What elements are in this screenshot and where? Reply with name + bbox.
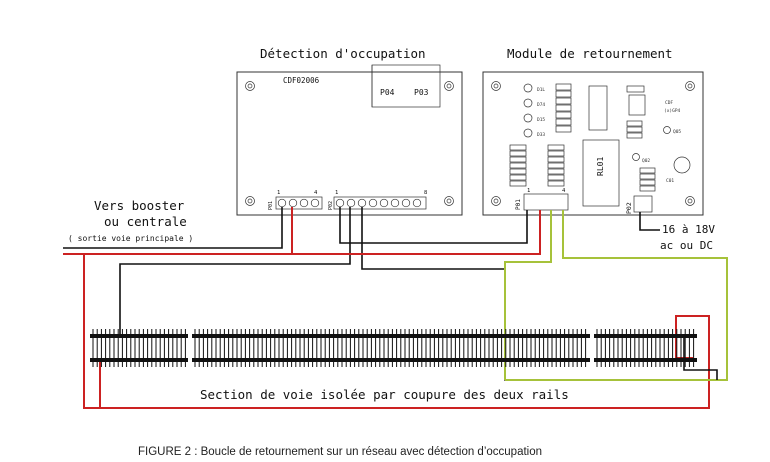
pin-mod-4: 4 (562, 188, 566, 194)
q05-label: Q05 (673, 129, 681, 135)
d01-label: D1L (537, 87, 545, 93)
rl01-label: RL01 (596, 157, 605, 176)
d04-label: D74 (537, 102, 545, 108)
pin-8: 8 (424, 190, 427, 196)
pin-1b: 1 (335, 190, 338, 196)
pin-1a: 1 (277, 190, 280, 196)
d03-label: D33 (537, 132, 545, 138)
cdf-board-label: CDF02006 (283, 76, 320, 85)
p03-label: P03 (414, 88, 429, 97)
p04-label: P04 (380, 88, 395, 97)
pin-4: 4 (314, 190, 318, 196)
figure-caption: FIGURE 2 : Boucle de retournement sur un… (138, 446, 542, 458)
module-p01-label: P01 (515, 199, 522, 210)
detection-board: CDF02006 P04 P03 1 4 P01 1 8 P02 (236, 64, 463, 216)
vers-booster-line1: Vers booster (94, 198, 185, 213)
q02-label: Q02 (642, 158, 650, 164)
module-board: D1L D74 D15 D33 RL01 CDF (x)GP4 Q05 Q02 … (482, 71, 704, 216)
p02-label: P02 (625, 202, 633, 214)
supply-type-label: ac ou DC (660, 239, 713, 252)
supply-voltage-label: 16 à 18V (662, 223, 715, 236)
c01-label: C01 (666, 178, 674, 184)
track (90, 329, 697, 367)
section-label: Section de voie isolée par coupure des d… (200, 387, 569, 402)
pin-mod-1: 1 (527, 188, 530, 194)
vers-booster-line2: ou centrale (104, 214, 187, 229)
terminal-p02-label: P02 (328, 201, 334, 210)
cdf-small-label: CDF (665, 100, 673, 106)
cdf-small-sub: (x)GP4 (664, 108, 681, 114)
module-title: Module de retournement (507, 46, 673, 61)
detection-title: Détection d'occupation (260, 46, 426, 61)
d05-label: D15 (537, 117, 545, 123)
terminal-p01-label: P01 (268, 201, 274, 210)
sortie-voie-label: ( sortie voie principale ) (68, 234, 193, 243)
